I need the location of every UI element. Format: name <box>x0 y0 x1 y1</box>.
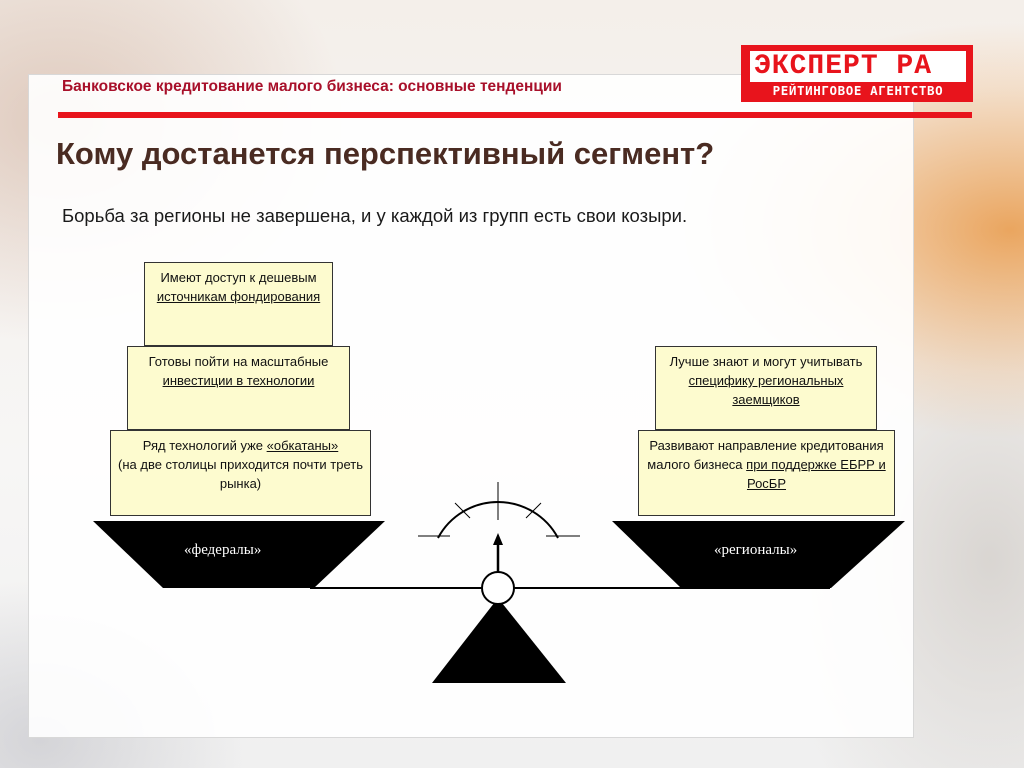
dial-tick-right <box>525 502 542 519</box>
left-pan <box>93 521 385 588</box>
left-box-funding-link: источникам фондирования <box>156 289 321 304</box>
slide-title: Кому достанется перспективный сегмент? <box>56 136 715 171</box>
scale-base <box>432 598 566 683</box>
right-box-specifics-text: Лучше знают и могут учитывать <box>669 354 863 369</box>
needle-arrow <box>493 533 503 545</box>
right-box-specifics: Лучше знают и могут учитывать специфику … <box>655 346 877 430</box>
right-pan <box>612 521 905 588</box>
left-box-investment: Готовы пойти на масштабные инвестиции в … <box>127 346 350 430</box>
right-box-specifics-link: специфику региональных заемщиков <box>688 373 844 407</box>
right-box-support-text: Развивают направление кредитования малог… <box>647 438 884 472</box>
left-box-funding-text: Имеют доступ к дешевым <box>160 270 317 285</box>
left-box-technology-note: (на две столицы приходится почти треть р… <box>118 457 363 491</box>
left-box-investment-link: инвестиции в технологии <box>162 373 315 388</box>
left-box-technology: Ряд технологий уже «обкатаны» (на две сто… <box>110 430 371 516</box>
logo-tagline: РЕЙТИНГОВОЕ АГЕНТСТВО <box>772 83 944 98</box>
slide-subtitle: Борьба за регионы не завершена, и у кажд… <box>62 205 688 226</box>
right-box-support: Развивают направление кредитования малог… <box>638 430 895 516</box>
presentation-title: Банковское кредитование малого бизнеса: … <box>62 78 562 95</box>
left-box-technology-text: Ряд технологий уже <box>142 438 267 453</box>
right-box-support-link: при поддержке ЕБРР и РосБР <box>746 457 886 491</box>
scale-pivot <box>481 571 515 605</box>
left-box-funding: Имеют доступ к дешевым источникам фондир… <box>144 262 333 346</box>
left-box-technology-link: «обкатаны» <box>266 438 339 453</box>
right-pan-label: «регионалы» <box>714 542 798 558</box>
expert-ra-logo: ЭКСПЕРТ РА РЕЙТИНГОВОЕ АГЕНТСТВО <box>741 45 973 102</box>
left-pan-label: «федералы» <box>184 542 262 558</box>
logo-wordmark: ЭКСПЕРТ РА <box>749 50 967 83</box>
header-divider <box>58 112 972 118</box>
left-box-investment-text: Готовы пойти на масштабные <box>148 354 329 369</box>
dial-tick-left <box>454 502 471 519</box>
